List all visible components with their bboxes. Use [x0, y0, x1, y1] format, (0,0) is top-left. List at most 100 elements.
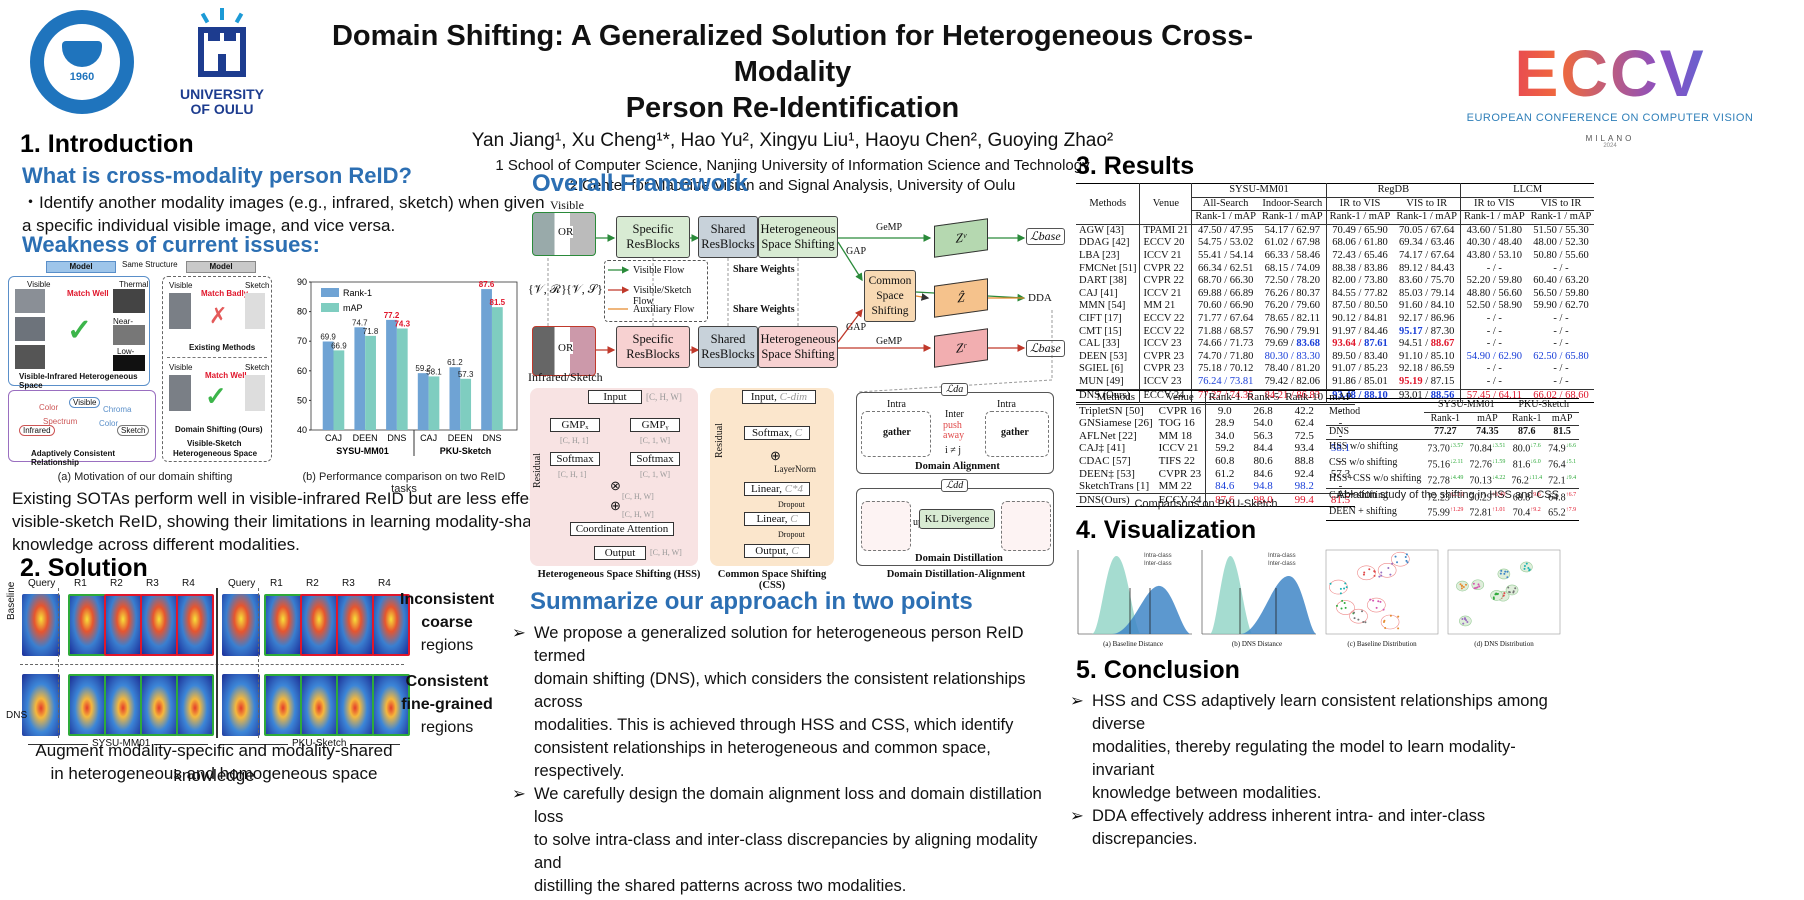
results-cell: 66.33 / 58.46 — [1258, 249, 1327, 263]
legend-intra-b: Intra-class — [1268, 553, 1296, 559]
ablation-cell: 70.84↓3.51 — [1469, 442, 1506, 455]
bar-value-label: 74.7 — [352, 318, 368, 327]
results-cell: 87.50 / 80.50 — [1332, 300, 1388, 312]
ldd-loss: ℒdd — [941, 479, 969, 492]
results-cell: CVPR 22 — [1139, 275, 1193, 288]
ablation-caption: Ablation study of the shifting in HSS an… — [1337, 489, 1559, 501]
tsne-point — [1502, 594, 1505, 597]
pku-cell: 62.4 — [1294, 417, 1314, 430]
ablation-cell: 64.8↑6.7 — [1548, 491, 1577, 503]
pku-header: Rank-5 — [1243, 390, 1283, 405]
results-cell: 79.69 / 83.68 — [1258, 338, 1327, 351]
dns-heatmap — [264, 674, 302, 736]
ablation-delta: ↓7.6 — [1530, 442, 1541, 449]
bar-map — [491, 307, 503, 430]
pku-cell: 84.4 — [1253, 442, 1273, 455]
ablation-delta: ↑2.35 — [1449, 491, 1464, 498]
results-cell: 61.02 / 67.98 — [1258, 237, 1327, 250]
framework-heading: Overall Framework — [532, 170, 749, 197]
solution-caption-2: in heterogeneous and homogeneous space — [50, 764, 378, 783]
results-cell: LBA [23] — [1076, 249, 1141, 263]
pku-cell: 72.5 — [1294, 429, 1314, 442]
gemp-label-2: GeMP — [876, 336, 903, 347]
summary-p1a: We propose a generalized solution for he… — [534, 624, 1024, 665]
pku-cell: 93.4 — [1294, 442, 1314, 455]
main-results-table: Methods Venue SYSU-MM01 RegDB LLCM All-S… — [1076, 183, 1595, 404]
baseline-heatmap — [372, 594, 410, 656]
th-indoor: Indoor-Search — [1258, 197, 1327, 212]
ablation-cell: 76.4↓5.1 — [1548, 458, 1577, 471]
vs-space-label-1: Visible-Sketch — [187, 439, 242, 448]
framework-arrows — [547, 234, 1053, 393]
legend-intra-a: Intra-class — [1144, 553, 1172, 559]
viz-caption-a: (a) Baseline Distance — [1103, 640, 1163, 648]
results-cell: TPAMI 21 — [1139, 224, 1193, 238]
css-input-dim: C-dim — [779, 391, 808, 403]
ablation-cell: 81.6↓6.0 — [1512, 458, 1541, 471]
bar-map — [396, 328, 408, 430]
th-abl-map: mAP — [1466, 412, 1509, 427]
results-cell: DEEN [53] — [1076, 350, 1141, 364]
pku-header: Venue — [1155, 390, 1206, 405]
existing-methods-label: Existing Methods — [189, 343, 256, 352]
summary-point-1: We propose a generalized solution for he… — [512, 622, 1052, 783]
inter-label: Inter — [945, 409, 964, 420]
main-results-table-wrap: Methods Venue SYSU-MM01 RegDB LLCM All-S… — [1076, 183, 1595, 404]
results-cell: ICCV 23 — [1139, 375, 1193, 389]
spectrum-label: Spectrum — [43, 417, 78, 426]
th-abl-mapb: mAP — [1545, 412, 1580, 427]
summary-p2c: distilling the shared patterns across tw… — [534, 877, 907, 895]
tsne-point — [1406, 561, 1409, 564]
pku-cell: DNS(Ours) — [1079, 493, 1130, 506]
results-cell: - / - — [1486, 325, 1502, 337]
hss-gmpx: GMPₓ — [550, 418, 600, 432]
nuist-logo: 1960 — [30, 10, 134, 114]
baseline-heatmap — [336, 594, 374, 656]
domain-alignment-box: ℒda Intra Inter Intra gather gather push… — [856, 383, 1054, 474]
results-cell: CVPR 23 — [1139, 363, 1193, 376]
results-cell: 48.80 / 56.60 — [1466, 287, 1523, 299]
results-cell: 48.00 / 52.30 — [1533, 237, 1589, 249]
viz-caption-d: (d) DNS Distribution — [1474, 640, 1534, 648]
oulu-name-1: UNIVERSITY — [179, 86, 264, 102]
tsne-point — [1335, 604, 1338, 607]
pku-cell: 84.6 — [1215, 480, 1235, 493]
dda-label: DDA — [1028, 292, 1052, 304]
pku-cell: ECCV 24 — [1155, 493, 1206, 507]
tsne-point — [1387, 566, 1390, 569]
results-cell: 43.80 / 53.10 — [1466, 249, 1523, 261]
css-linear-2-c: C — [790, 513, 798, 525]
results-cell: 74.66 / 71.73 — [1197, 338, 1254, 350]
model-label-right: Model — [186, 261, 256, 273]
eccv-logo: ECCV EUROPEAN CONFERENCE ON COMPUTER VIS… — [1460, 6, 1760, 156]
results-cell: 85.03 / 79.14 — [1393, 287, 1462, 301]
tsne-point — [1462, 586, 1465, 589]
pku-cell: 84.6 — [1253, 467, 1273, 480]
bar-value-label: 58.1 — [426, 367, 442, 376]
check-icon: ✓ — [67, 314, 93, 347]
inconsistent-label: Inconsistent — [400, 591, 495, 608]
pku-cell: 42.2 — [1294, 404, 1314, 417]
pku-cell: DEEN‡ [53] — [1079, 467, 1135, 480]
summary-p1d: consistent relationships in heterogeneou… — [534, 739, 991, 780]
th-abl-r1: Rank-1 — [1424, 412, 1467, 427]
tsne-point — [1478, 585, 1481, 588]
th-vis2ir-2: VIS to IR — [1527, 197, 1595, 212]
baseline-heatmap — [68, 594, 106, 656]
ablation-cell: 74.9↓6.6 — [1548, 442, 1577, 455]
affiliation-1: 1 School of Computer Science, Nanjing Un… — [495, 157, 1090, 174]
tsne-point — [1396, 561, 1399, 564]
th-abl-pku: PKU-Sketch — [1508, 398, 1580, 413]
results-cell: 70.49 / 65.90 — [1332, 224, 1388, 236]
hss-dim-h1: [C, H, 1] — [560, 436, 589, 445]
bar-value-label: 66.9 — [331, 341, 347, 350]
x-tick-label: DEEN — [448, 433, 473, 443]
results-cell: 68.15 / 74.09 — [1258, 262, 1327, 276]
th-metric-4: Rank-1 / mAP — [1393, 210, 1462, 225]
tsne-point — [1500, 569, 1503, 572]
results-cell: 72.50 / 78.20 — [1258, 275, 1327, 288]
bar-rank-1 — [354, 327, 366, 430]
